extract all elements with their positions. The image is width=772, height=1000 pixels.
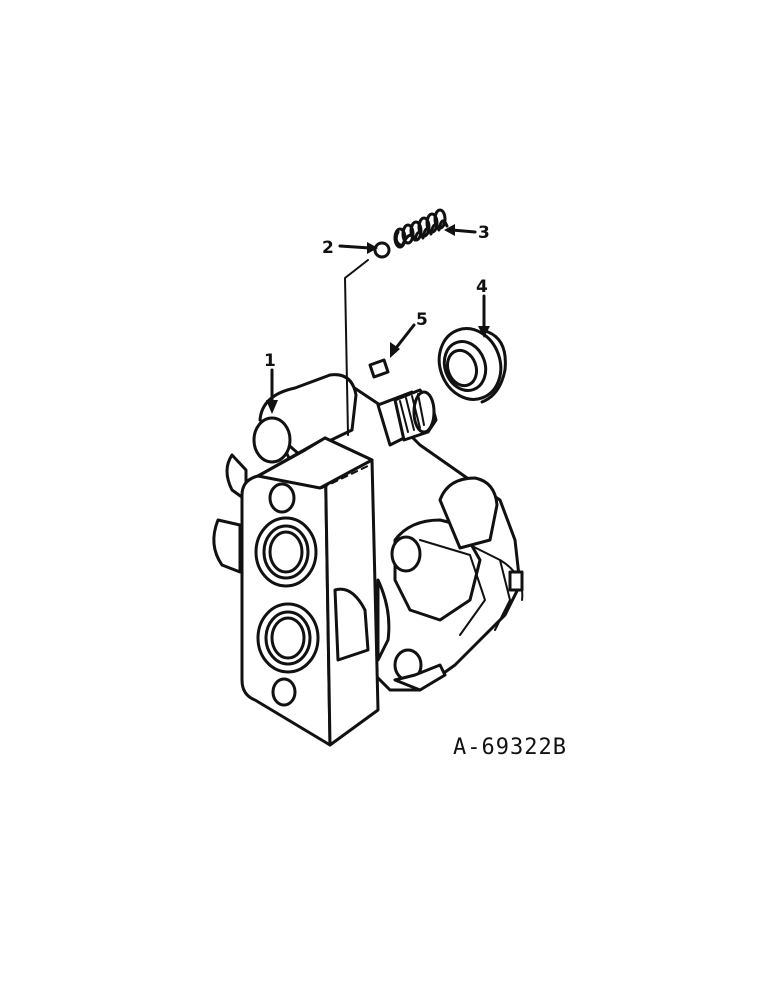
ball bbox=[373, 241, 391, 259]
key bbox=[368, 358, 390, 379]
pump-body bbox=[212, 373, 524, 747]
callout-1: 1 bbox=[264, 351, 276, 371]
callout-3: 3 bbox=[478, 223, 490, 243]
leader-lines bbox=[266, 224, 490, 436]
callout-5: 5 bbox=[416, 310, 428, 330]
drawing-id: A-69322B bbox=[453, 735, 567, 760]
callout-2: 2 bbox=[322, 238, 334, 258]
seal bbox=[437, 327, 507, 404]
spring bbox=[393, 208, 449, 249]
callout-4: 4 bbox=[476, 277, 488, 297]
